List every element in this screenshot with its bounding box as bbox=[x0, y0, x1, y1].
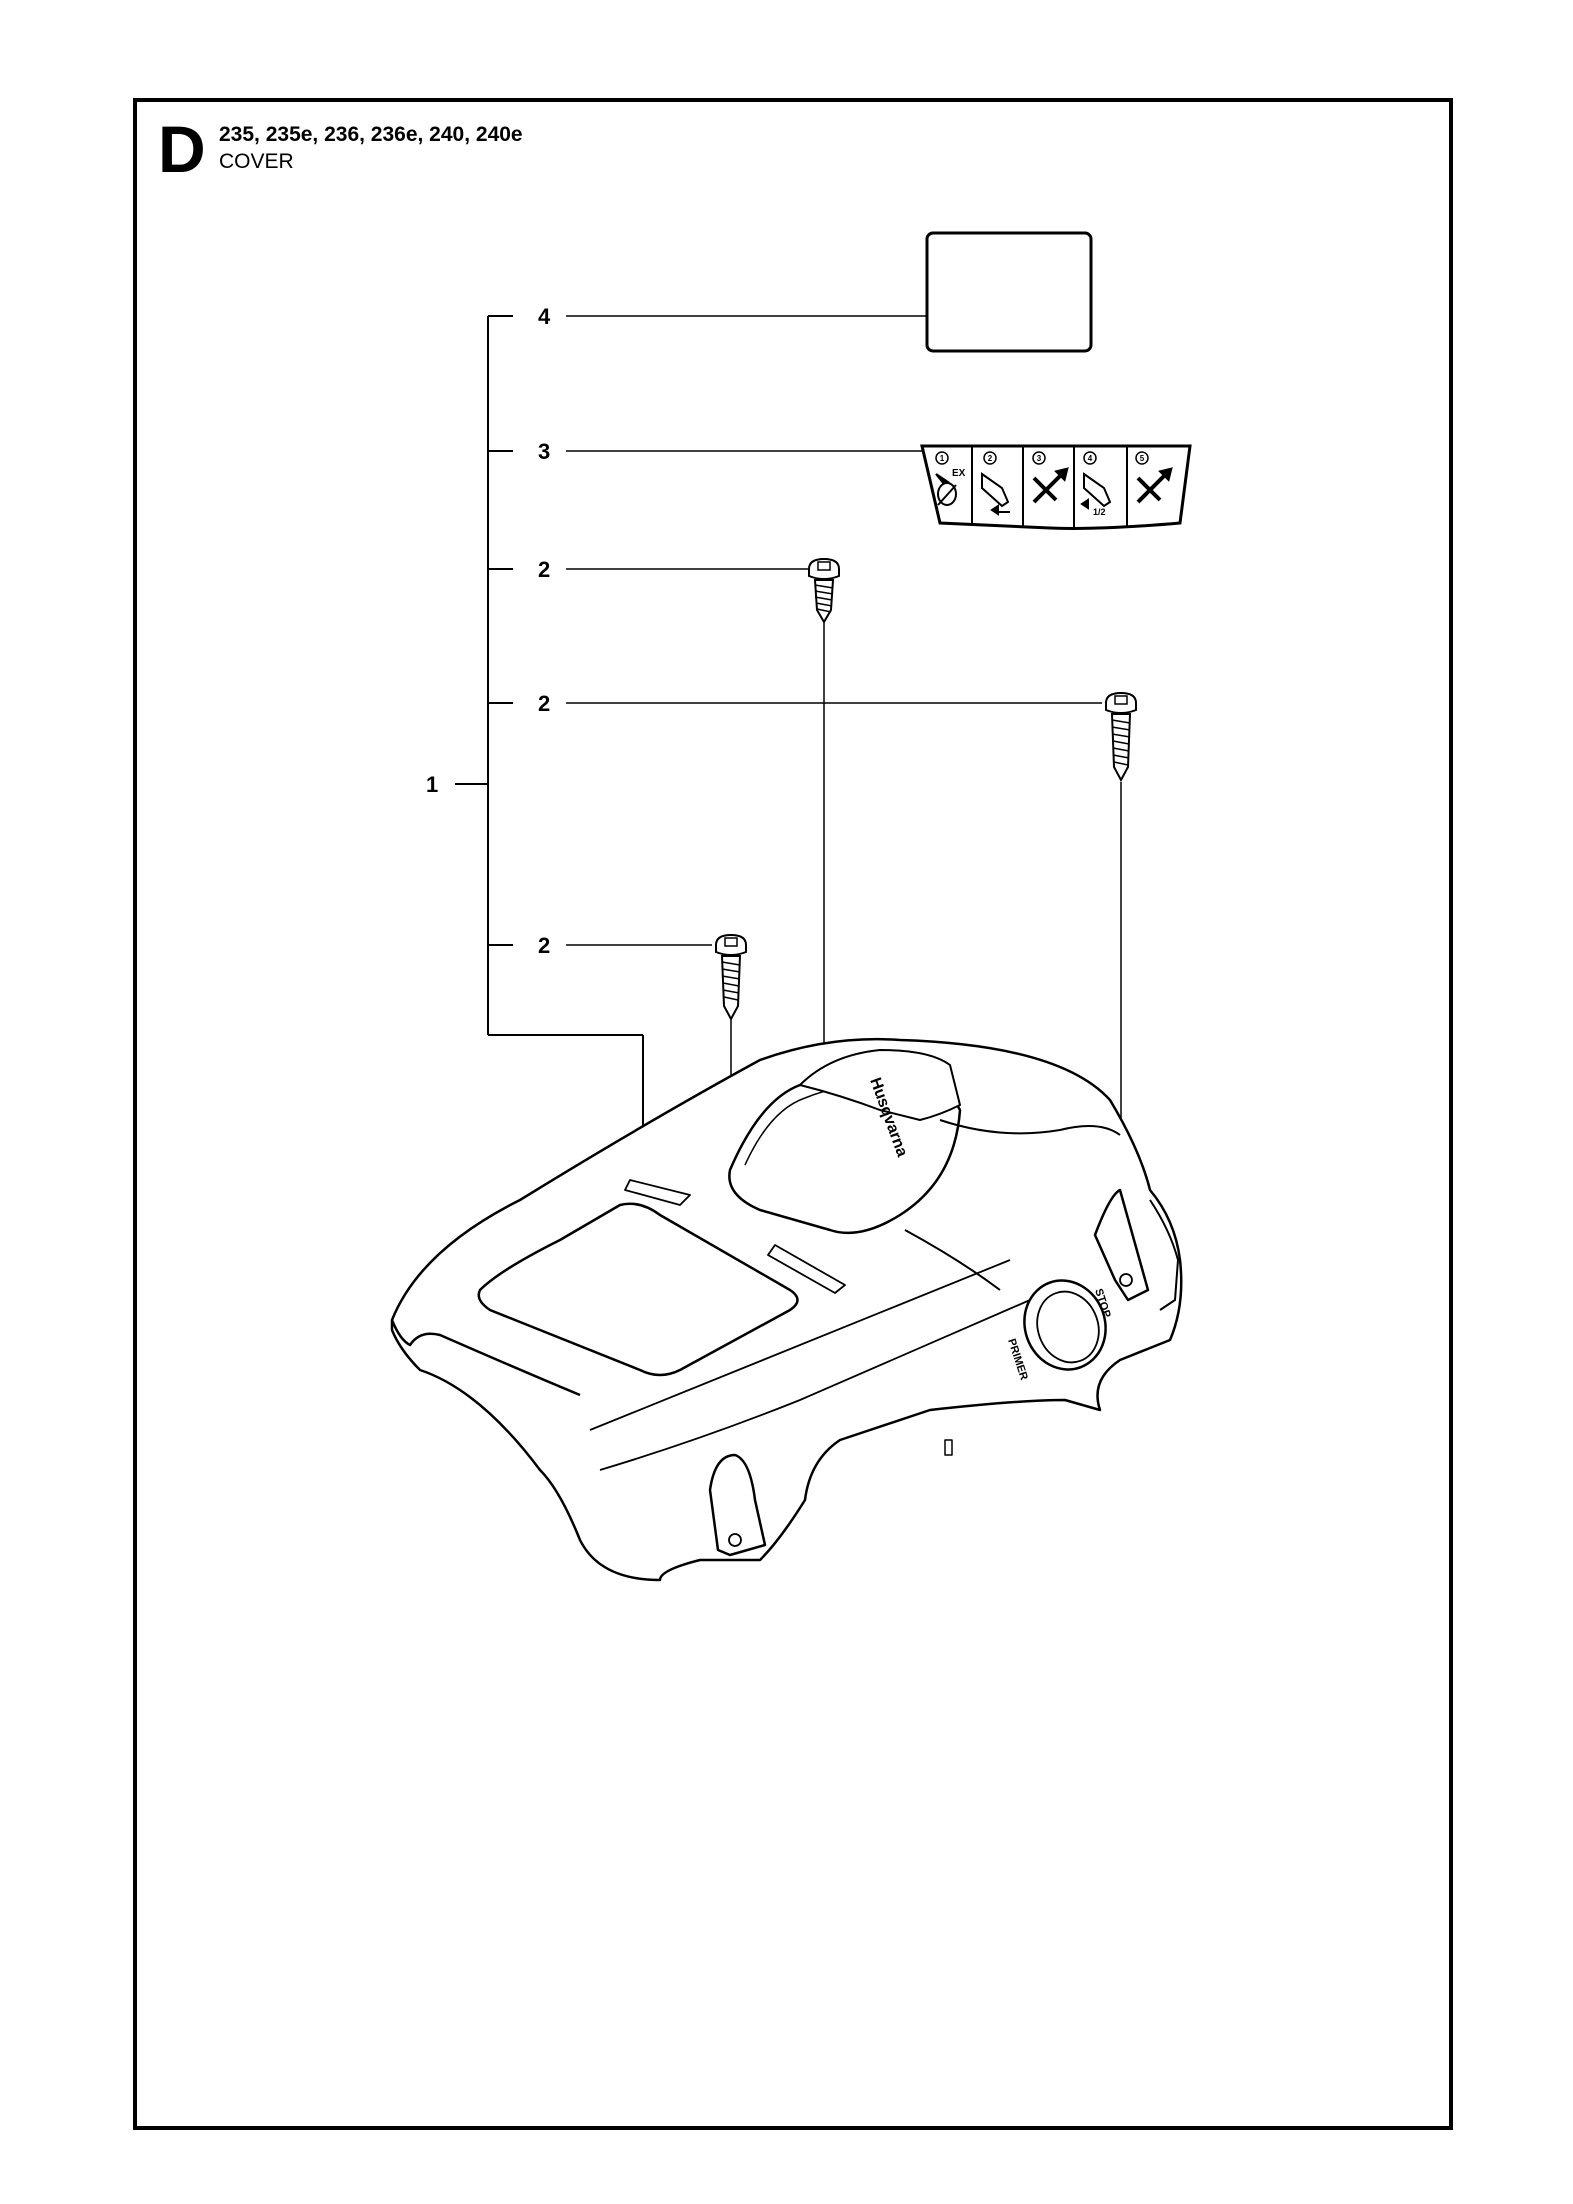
callout-4: 4 bbox=[538, 304, 551, 329]
section-title: COVER bbox=[219, 150, 294, 173]
callout-2-middle: 2 bbox=[538, 691, 550, 716]
model-list: 235, 235e, 236, 236e, 240, 240e bbox=[219, 123, 523, 146]
cylinder-cover bbox=[390, 1037, 1183, 1582]
decal-step-1: 1 bbox=[940, 454, 945, 463]
diagram-frame bbox=[133, 98, 1453, 2130]
throttle-icon bbox=[981, 472, 1010, 516]
choke-icon bbox=[935, 473, 957, 506]
assembly-bracket bbox=[455, 315, 644, 1135]
half-throttle-icon bbox=[1080, 472, 1112, 510]
decal-choke-text: EX bbox=[952, 468, 966, 479]
callout-2-lower: 2 bbox=[538, 933, 550, 958]
restart-icon bbox=[1136, 467, 1173, 504]
callout-2-upper: 2 bbox=[538, 557, 550, 582]
section-letter: D bbox=[158, 112, 206, 186]
label-plate bbox=[925, 231, 1093, 353]
decal-step-5: 5 bbox=[1140, 454, 1145, 463]
starting-decal: 1 2 3 4 5 EX 1/2 bbox=[920, 444, 1192, 530]
decal-step-4: 4 bbox=[1088, 454, 1093, 463]
screw-lower bbox=[715, 933, 747, 1022]
screw-middle bbox=[1105, 691, 1137, 783]
callout-3: 3 bbox=[538, 439, 550, 464]
decal-half-throttle-text: 1/2 bbox=[1093, 507, 1106, 517]
decal-step-2: 2 bbox=[988, 454, 993, 463]
pull-start-icon bbox=[1032, 467, 1069, 504]
screw-upper bbox=[808, 557, 840, 624]
callout-1: 1 bbox=[426, 772, 438, 797]
decal-step-3: 3 bbox=[1037, 454, 1042, 463]
